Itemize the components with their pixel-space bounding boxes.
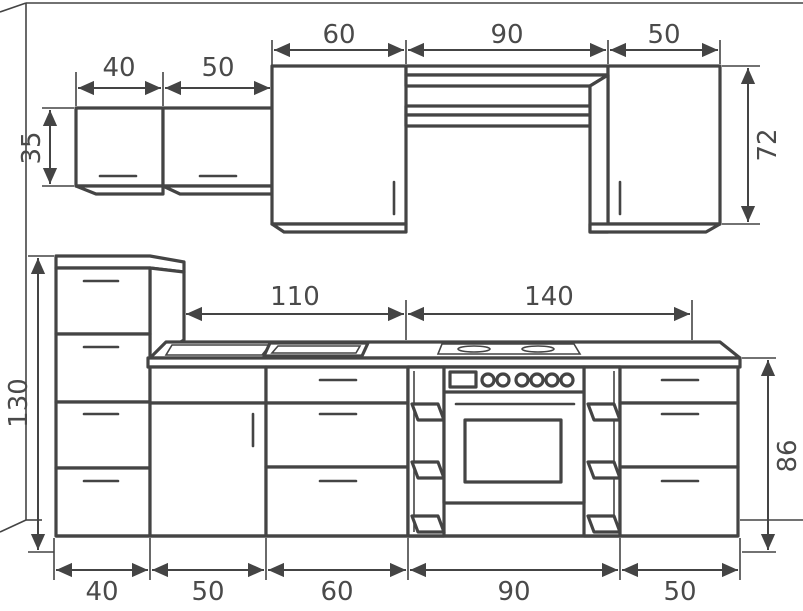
upper-cabinet-60 [270, 64, 408, 234]
dim-tall-height-130: 130 [4, 378, 34, 428]
dim-upper-90: 90 [490, 20, 523, 50]
upper-cabinet-50 [161, 106, 274, 196]
upper-open-shelf-90 [404, 64, 610, 128]
sink [262, 341, 370, 358]
oven-unit-90 [406, 365, 622, 538]
dim-upper-50: 50 [201, 53, 234, 83]
dim-base-50: 50 [191, 577, 224, 607]
dim-base-40: 40 [85, 577, 118, 607]
extension-lines [28, 40, 776, 580]
base-cabinet-50-right [618, 365, 740, 538]
dim-base-height-86: 86 [773, 439, 803, 472]
upper-cabinet-40 [74, 106, 165, 196]
dimension-arrows [30, 42, 776, 578]
hob [436, 343, 582, 355]
tall-cabinet-40 [54, 254, 186, 538]
dim-base-50-right: 50 [663, 577, 696, 607]
countertop [146, 340, 742, 369]
dim-base-90: 90 [497, 577, 530, 607]
dim-upper-40: 40 [102, 53, 135, 83]
dim-upper-height-35: 35 [17, 131, 47, 164]
base-cabinet-50 [148, 365, 268, 538]
upper-cabinet-50-right [588, 64, 722, 234]
dim-base-60: 60 [320, 577, 353, 607]
dim-upper-height-72: 72 [753, 128, 783, 161]
dim-upper-50-right: 50 [647, 20, 680, 50]
oven-window [463, 418, 563, 484]
base-cabinet-60 [264, 365, 410, 538]
oven-display [448, 370, 478, 389]
dim-counter-140: 140 [524, 282, 574, 312]
dim-counter-110: 110 [270, 282, 320, 312]
dim-upper-60: 60 [322, 20, 355, 50]
